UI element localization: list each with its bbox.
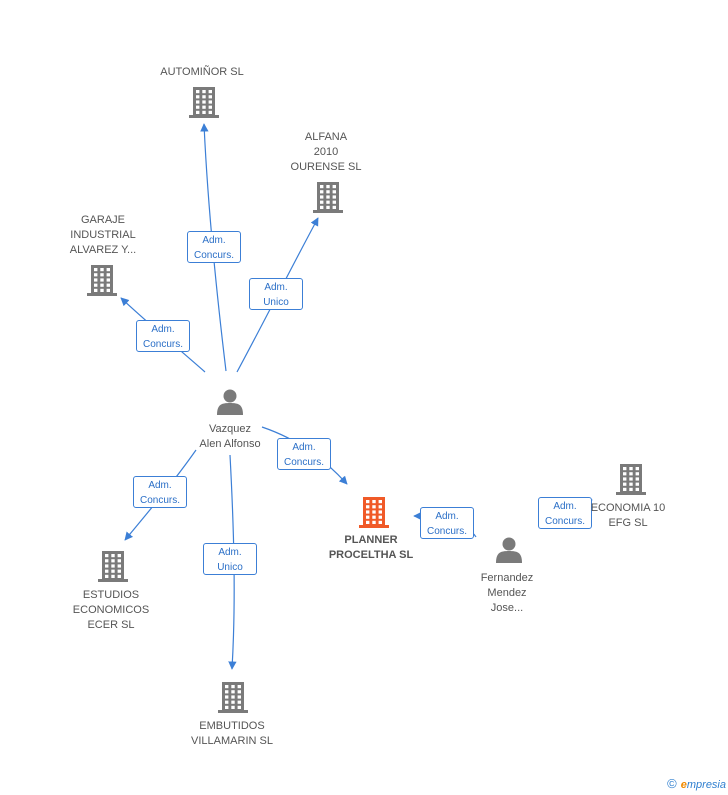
node-label-autominor[interactable]: AUTOMIÑOR SL — [160, 66, 244, 78]
brand-e: e — [680, 779, 687, 791]
edge-label-vazquez-to-embutidos[interactable]: Adm. Unico — [203, 543, 257, 575]
building-icon-estudios[interactable] — [98, 551, 128, 582]
edge-label-vazquez-to-autominor[interactable]: Adm. Concurs. — [187, 231, 241, 263]
node-label-planner[interactable]: PLANNER PROCELTHA SL — [328, 534, 414, 561]
brand-name: mpresia — [686, 779, 726, 791]
node-label-economia[interactable]: ECONOMIA 10 EFG SL — [590, 502, 666, 529]
person-icon-vazquez[interactable] — [217, 389, 243, 416]
edge-label-vazquez-to-alfana[interactable]: Adm. Unico — [249, 278, 303, 310]
building-icon-alfana[interactable] — [313, 182, 343, 213]
edge-label-vazquez-to-estudios[interactable]: Adm. Concurs. — [133, 476, 187, 508]
building-icon-planner[interactable] — [359, 497, 389, 528]
building-icon-garaje[interactable] — [87, 265, 117, 296]
node-label-fernandez[interactable]: Fernandez Mendez Jose... — [480, 572, 534, 614]
edge-label-vazquez-to-garaje[interactable]: Adm. Concurs. — [136, 320, 190, 352]
node-label-embutidos[interactable]: EMBUTIDOS VILLAMARIN SL — [191, 720, 273, 747]
node-label-vazquez[interactable]: Vazquez Alen Alfonso — [199, 423, 261, 450]
person-icon-fernandez[interactable] — [496, 537, 522, 564]
edge-label-vazquez-to-planner[interactable]: Adm. Concurs. — [277, 438, 331, 470]
edge-label-fernandez-to-economia[interactable]: Adm. Concurs. — [538, 497, 592, 529]
copyright-icon: © — [667, 776, 677, 791]
footer-brand: ©empresia — [667, 776, 726, 791]
node-label-alfana[interactable]: ALFANA 2010 OURENSE SL — [290, 131, 362, 173]
building-icon-economia[interactable] — [616, 464, 646, 495]
node-label-estudios[interactable]: ESTUDIOS ECONOMICOS ECER SL — [72, 589, 150, 631]
node-label-garaje[interactable]: GARAJE INDUSTRIAL ALVAREZ Y... — [69, 214, 137, 256]
building-icon-autominor[interactable] — [189, 87, 219, 118]
building-icon-embutidos[interactable] — [218, 682, 248, 713]
edge-label-fernandez-to-planner[interactable]: Adm. Concurs. — [420, 507, 474, 539]
